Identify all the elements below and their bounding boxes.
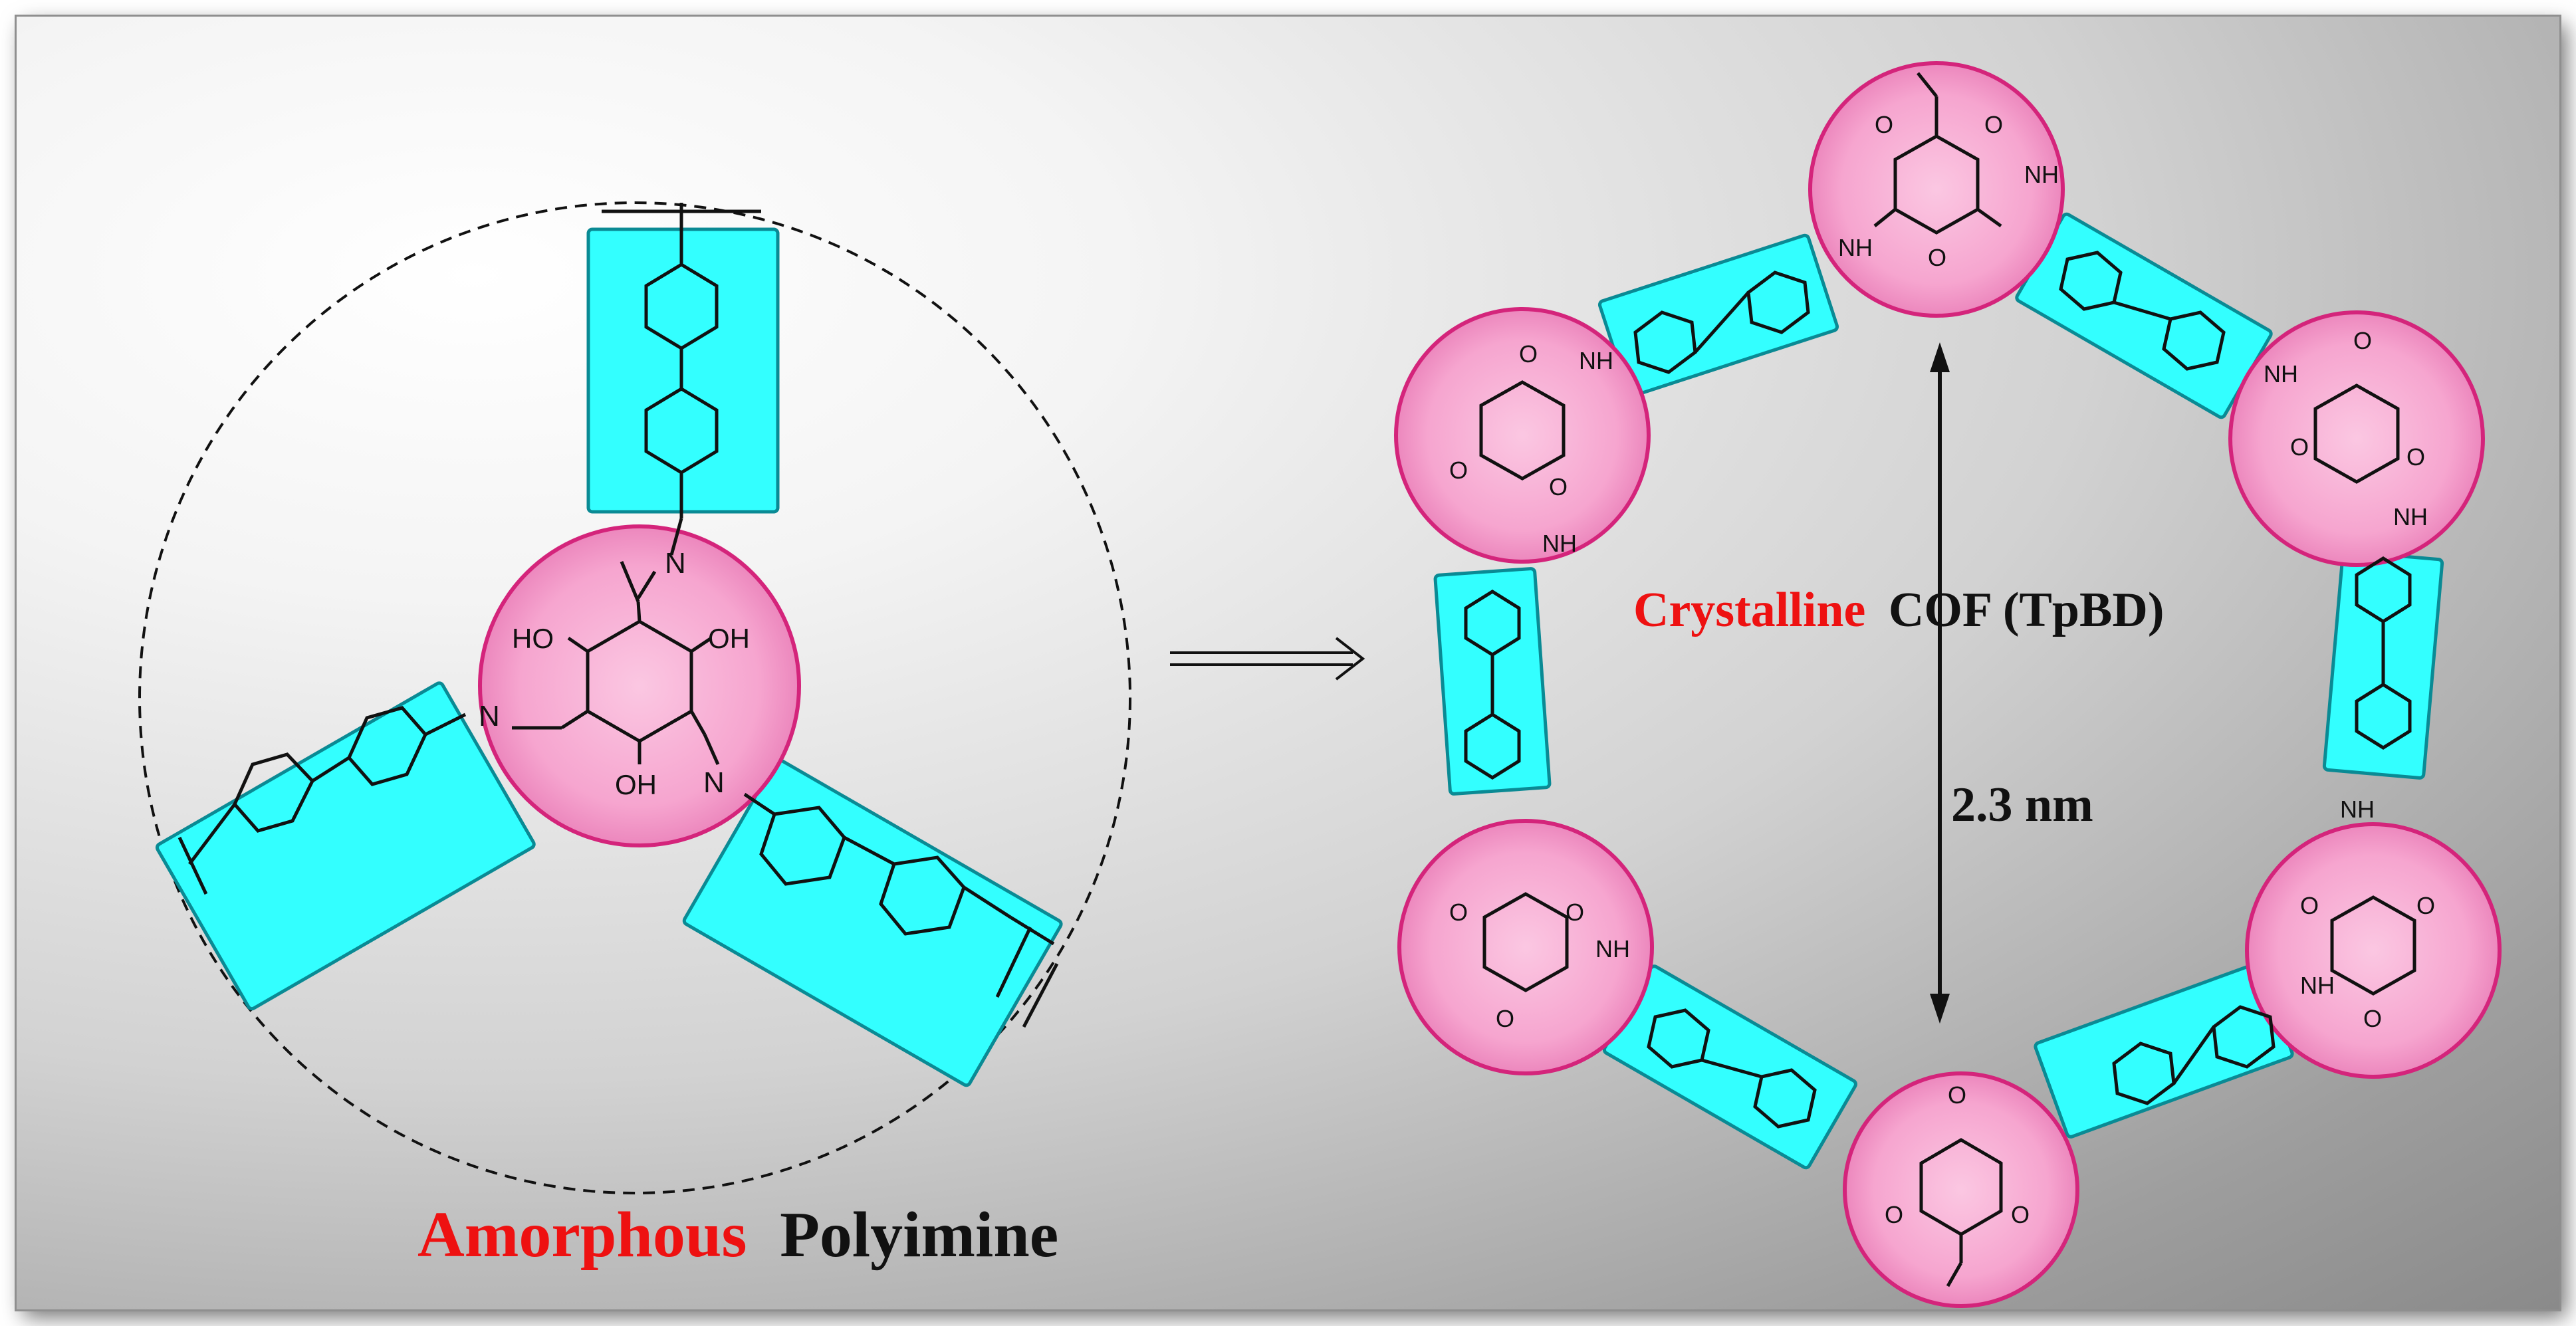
amorphous-polyimine-caption: Amorphous Polyimine: [417, 1199, 1058, 1271]
reaction-arrow: [1170, 637, 1365, 681]
atom-oh-bottom: OH: [615, 769, 657, 800]
node-circle-upper-left: [1394, 307, 1651, 564]
o-label-12: O: [1496, 1005, 1514, 1032]
linker-box-2: [2015, 212, 2273, 419]
nh-label-5: NH: [2264, 360, 2298, 387]
o-label-18: O: [2011, 1201, 2030, 1228]
o-label-14: O: [2416, 892, 2435, 919]
atom-oh-top-left: HO: [512, 623, 554, 654]
nh-label-3: NH: [1579, 347, 1613, 374]
dashed-boundary-circle: [138, 201, 1131, 1194]
title-crystalline: Crystalline: [1633, 583, 1865, 637]
o-label-13: O: [2300, 892, 2319, 919]
node-circle-center: [478, 524, 801, 847]
node-circle-upper-right: [2228, 310, 2485, 567]
amorphous-polyimine-structure: N N N HO OH OH OH Amorphous Polyimine: [138, 201, 1131, 1271]
o-label-10: O: [1449, 899, 1468, 926]
o-label-8: O: [2290, 433, 2309, 461]
title-cof-tpbd: COF (TpBD): [1889, 583, 2165, 637]
o-label-7: O: [2353, 327, 2372, 354]
o-label-2: O: [1984, 111, 2003, 138]
o-label-15: O: [2363, 1005, 2382, 1032]
nh-label-9: NH: [1595, 935, 1630, 962]
nh-label-4: NH: [1542, 530, 1577, 557]
atom-oh-top-right: OH: [708, 623, 750, 654]
o-label-4: O: [1519, 340, 1538, 368]
nh-label-8: NH: [2300, 972, 2335, 999]
o-label-17: O: [1885, 1201, 1903, 1228]
o-label-11: O: [1566, 899, 1584, 926]
nh-label-1: NH: [1838, 234, 1873, 261]
o-label-6: O: [1549, 473, 1568, 500]
nh-label-7: NH: [2340, 796, 2375, 823]
cof-title: Crystalline COF (TpBD): [1633, 583, 2164, 637]
caption-amorphous: Amorphous: [417, 1199, 747, 1271]
atom-n-left: N: [479, 700, 500, 732]
crystalline-cof-structure: NH NH NH NH NH NH NH NH NH O O O O O O O…: [1394, 61, 2502, 1308]
atom-n-right: N: [703, 766, 725, 799]
node-circle-top: [1808, 61, 2065, 318]
nh-label-6: NH: [2393, 503, 2428, 530]
o-label-16: O: [1948, 1081, 1966, 1109]
nh-label-2: NH: [2024, 161, 2059, 188]
caption-polyimine: Polyimine: [780, 1199, 1058, 1271]
node-circle-lower-right: [2245, 822, 2502, 1079]
o-label-9: O: [2406, 443, 2425, 471]
o-label-1: O: [1875, 111, 1893, 138]
pore-size-label: 2.3 nm: [1951, 778, 2093, 832]
o-label-3: O: [1928, 244, 1946, 271]
node-circle-bottom: [1843, 1071, 2079, 1308]
linker-box-right: [682, 758, 1063, 1087]
o-label-5: O: [1449, 457, 1468, 484]
atom-n-top: N: [665, 547, 686, 580]
node-circle-lower-left: [1397, 819, 1654, 1075]
pore-dimension-arrow: [1930, 342, 1950, 1024]
